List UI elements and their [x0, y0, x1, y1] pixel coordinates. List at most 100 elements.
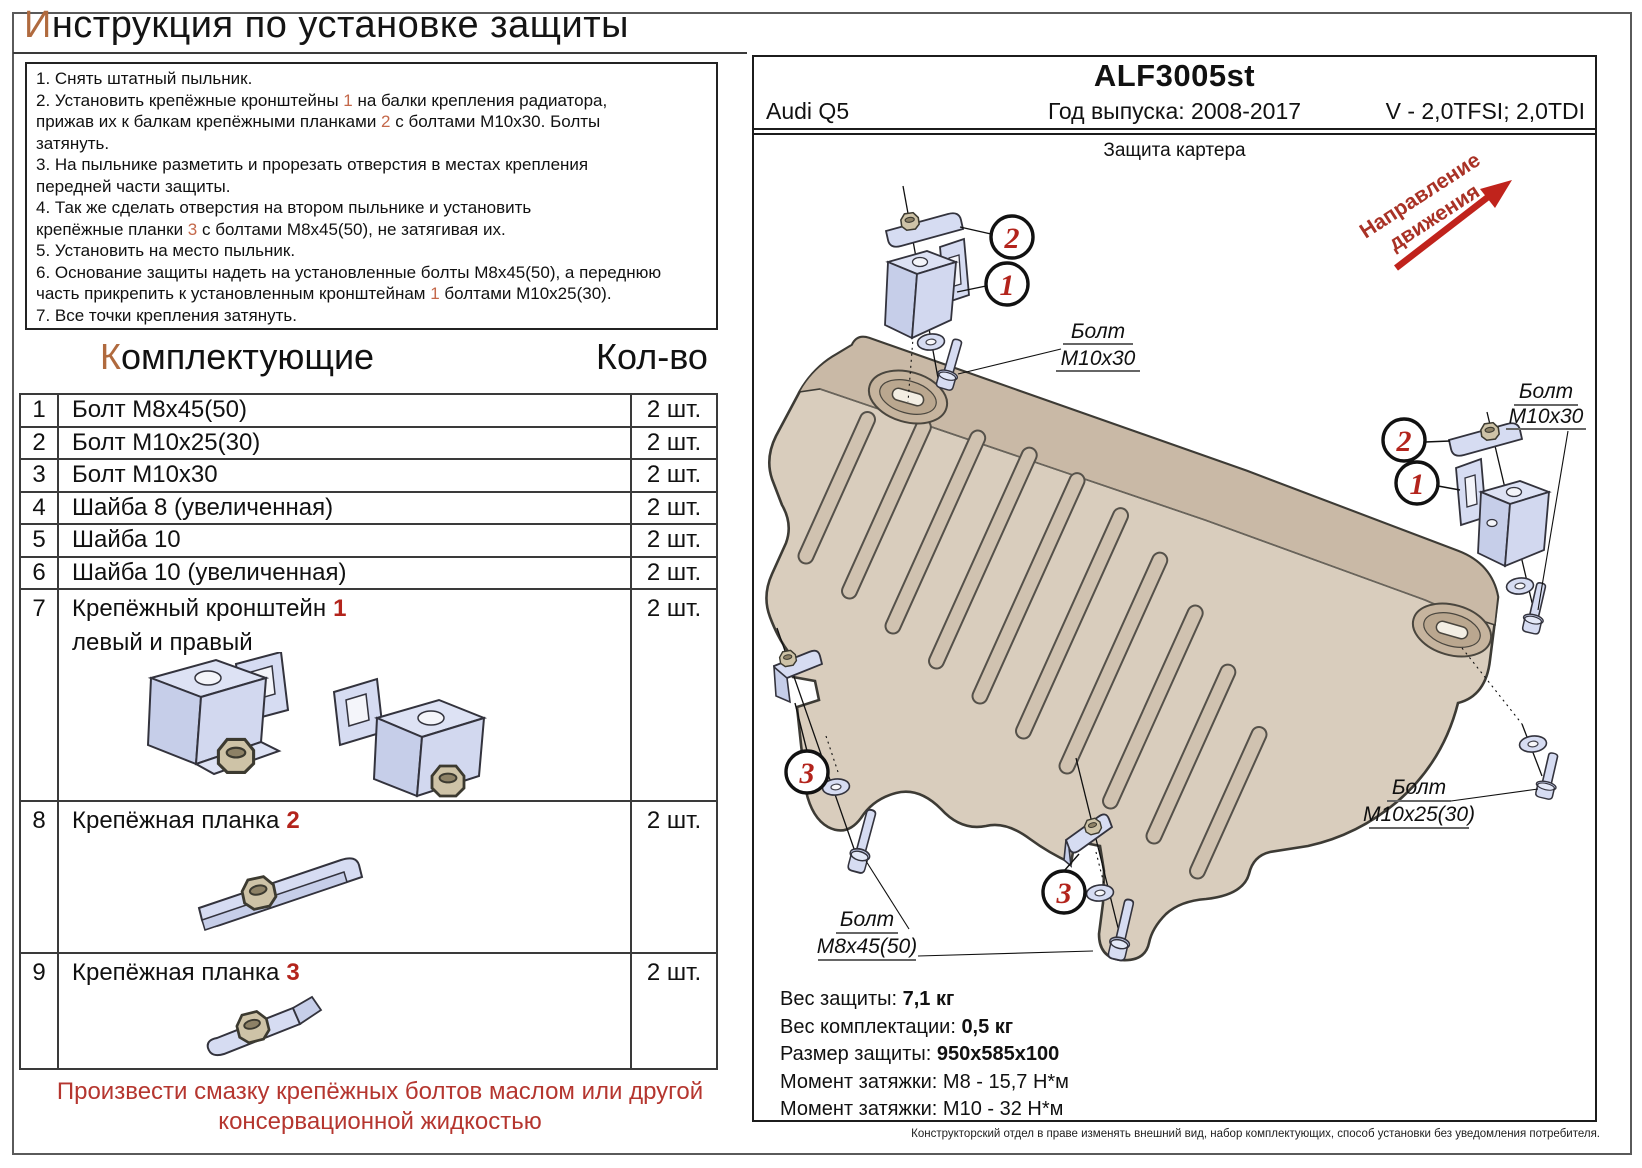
row-number: 3 [32, 461, 46, 488]
row-qty: 2 шт. [646, 396, 702, 423]
svg-text:3: 3 [1056, 877, 1072, 910]
page-border [12, 12, 1632, 1155]
svg-text:Болт: Болт [840, 908, 894, 931]
svg-text:1: 1 [1410, 468, 1425, 501]
table-row: 3 Болт М10х30 2 шт. [21, 458, 716, 491]
row-name: Болт М10х25(30) [57, 427, 632, 458]
svg-text:М10х25(30): М10х25(30) [1363, 803, 1475, 826]
callout-1-front-left: 1 [956, 261, 1030, 307]
instruction-line: передней части защиты. [36, 176, 231, 196]
spec-torque-m8: Момент затяжки: М8 - 15,7 Н*м [780, 1070, 1069, 1093]
product-subtitle: Защита картера [1103, 140, 1246, 161]
row-qty: 2 шт. [646, 959, 702, 986]
row-name: Болт М10х30 [57, 460, 632, 491]
instruction-line: часть прикрепить к установленным кронште… [36, 284, 612, 303]
svg-text:М8х45(50): М8х45(50) [817, 935, 917, 958]
instruction-line: 3. На пыльнике разметить и прорезать отв… [36, 155, 589, 174]
plank3-image [206, 995, 323, 1057]
table-row: 5 Шайба 10 2 шт. [21, 523, 716, 556]
disclaimer: Конструкторский отдел в праве изменять в… [911, 1128, 1600, 1140]
page-title: Инструкция по установке защиты [24, 4, 629, 47]
assembly-clamp-left [772, 627, 883, 876]
assembly-front-left [884, 185, 970, 403]
row-qty: 2 шт. [646, 807, 702, 834]
instruction-line: прижав их к балкам крепёжными планками 2… [36, 112, 601, 131]
callout-3-center: 3 [1041, 853, 1087, 915]
row-qty: 2 шт. [646, 595, 702, 622]
spec-torque-m10: Момент затяжки: М10 - 32 Н*м [780, 1098, 1064, 1120]
bracket1-part [1455, 457, 1552, 568]
table-row: 1 Болт М8х45(50) 2 шт. [21, 395, 716, 426]
svg-text:М10х30: М10х30 [1509, 405, 1584, 428]
assembly-front-right [1447, 411, 1553, 636]
qty-heading: Кол-во [596, 336, 708, 377]
table-row: 6 Шайба 10 (увеличенная) 2 шт. [21, 555, 716, 588]
components-heading: Комплектующие [100, 336, 374, 378]
assembly-clamp-center [1063, 757, 1141, 963]
spec-weight: Вес защиты: 7,1 кг [780, 988, 955, 1010]
table-row: 2 Болт М10х25(30) 2 шт. [21, 425, 716, 458]
svg-text:2: 2 [1396, 425, 1412, 458]
components-table: 1 Болт М8х45(50) 2 шт. 2 Болт М10х25(30)… [19, 393, 718, 1070]
svg-text:3: 3 [799, 757, 815, 790]
lubrication-note-line2: консервационной жидкостью [218, 1108, 542, 1135]
part-callout-number: 3 [286, 959, 300, 986]
lubrication-note-line1: Произвести смазку крепёжных болтов масло… [56, 1078, 704, 1105]
svg-text:М10х30: М10х30 [1061, 347, 1136, 370]
production-years: Год выпуска: 2008-2017 [1047, 98, 1302, 124]
row-qty: 2 шт. [646, 461, 702, 488]
callout-2-front-left: 2 [959, 214, 1035, 260]
instruction-line: 5. Установить на место пыльник. [36, 241, 296, 260]
row-number: 7 [32, 595, 46, 622]
drawing-panel-border [752, 55, 1597, 1122]
label-bolt-m10x30-top: Болт М10х30 [957, 320, 1140, 375]
instruction-line: крепёжные планки 3 с болтами М8х45(50), … [36, 219, 506, 239]
label-bolt-m8x45: Болт М8х45(50) [817, 860, 1094, 961]
row-number: 8 [32, 807, 46, 834]
spec-size: Размер защиты: 950х585х100 [780, 1043, 1060, 1065]
title-lead-letter: И [24, 4, 52, 46]
instruction-line: 7. Все точки крепления затянуть. [36, 305, 297, 325]
svg-text:Болт: Болт [1392, 776, 1446, 799]
instruction-line: 2. Установить крепёжные кронштейны 1 на … [36, 90, 608, 110]
label-bolt-m10x30-right: Болт М10х30 [1506, 380, 1586, 611]
part-callout-number: 2 [286, 807, 300, 834]
row-qty: 2 шт. [646, 493, 702, 521]
row-qty: 2 шт. [646, 526, 702, 553]
header-divider [752, 128, 1597, 130]
instruction-line: затянуть. [36, 133, 110, 153]
row-number: 6 [32, 558, 46, 586]
row-name: Шайба 10 (увеличенная) [57, 557, 632, 588]
technical-drawing: Направление движения [765, 148, 1586, 963]
components-lead-letter: К [100, 336, 121, 377]
row-number: 4 [32, 493, 46, 521]
table-row: 4 Шайба 8 (увеличенная) 2 шт. [21, 490, 716, 523]
row-qty: 2 шт. [646, 428, 702, 456]
callout-1-right: 1 [1394, 460, 1461, 506]
plate-top-band [797, 336, 1499, 627]
label-bolt-m10x25: Болт М10х25(30) [1363, 776, 1539, 829]
bracket-pair-image [146, 652, 488, 798]
bracket-right-image [332, 677, 488, 798]
title-rule [13, 52, 747, 54]
car-model: Audi Q5 [766, 98, 850, 124]
row-qty: 2 шт. [646, 558, 702, 586]
row-number: 1 [32, 396, 46, 423]
bracket1-part [884, 237, 970, 340]
callout-3-left: 3 [784, 702, 830, 795]
instruction-line: 1. Снять штатный пыльник. [36, 69, 253, 88]
svg-text:Болт: Болт [1071, 320, 1125, 343]
row-name-line2: левый и правый [72, 629, 253, 656]
row-number: 5 [32, 526, 46, 553]
row-number: 9 [32, 959, 46, 986]
engine-variants: V - 2,0TFSI; 2,0TDI [1385, 98, 1585, 124]
spec-block: Вес защиты: 7,1 кг Вес комплектации: 0,5… [780, 986, 1069, 1124]
callout-2-right: 2 [1381, 417, 1451, 463]
plate-vent-slots [797, 411, 1268, 880]
